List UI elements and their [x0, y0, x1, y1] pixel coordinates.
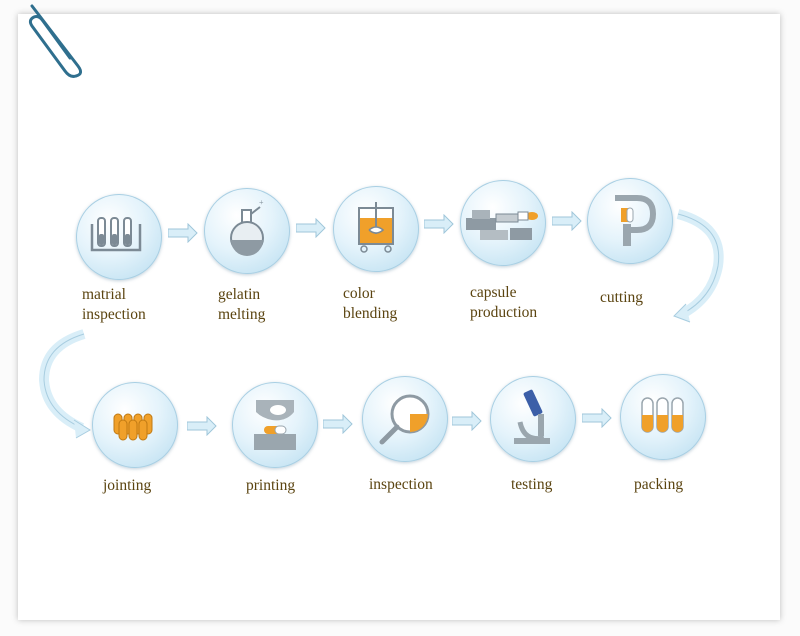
- step-printing-label: printing: [246, 476, 295, 496]
- step-packing-label: packing: [634, 475, 683, 495]
- step-gelatin-melting-label: gelatin melting: [218, 285, 265, 325]
- step-printing-node: [232, 382, 318, 468]
- label-line-1: cutting: [600, 289, 644, 306]
- flow-arrow: [423, 213, 454, 235]
- capsule-batch-icon: [113, 413, 153, 441]
- microscope-icon: [514, 389, 550, 444]
- capsules-icon: [641, 397, 684, 433]
- printer-icon: [254, 400, 296, 450]
- step-jointing-label: jointing: [103, 476, 151, 496]
- label-line-2: inspection: [82, 306, 146, 323]
- capsule-machine-icon: [466, 210, 538, 240]
- label-line-1: matrial: [82, 286, 126, 303]
- label-line-1: printing: [246, 477, 296, 494]
- flow-arrow: [322, 413, 353, 435]
- step-matrial-inspection-label: matrial inspection: [82, 285, 146, 325]
- flow-arrow: [451, 410, 482, 432]
- step-inspection-label: inspection: [369, 475, 433, 495]
- step-capsule-production-node: [460, 180, 546, 266]
- step-color-blending-label: color blending: [343, 284, 397, 324]
- step-color-blending-node: [333, 186, 419, 272]
- paper-sheet: [18, 14, 780, 620]
- step-testing-label: testing: [511, 475, 552, 495]
- step-jointing-node: [92, 382, 178, 468]
- flow-arrow: [167, 222, 198, 244]
- step-cutting-node: [587, 178, 673, 264]
- label-line-2: melting: [218, 306, 266, 323]
- curved-flow-arrow-left: [38, 329, 91, 439]
- label-line-1: jointing: [103, 477, 152, 494]
- label-line-1: color: [343, 285, 375, 302]
- label-line-1: gelatin: [218, 286, 261, 303]
- curved-flow-arrow-right: [673, 209, 724, 323]
- step-capsule-production-label: capsule production: [470, 283, 537, 323]
- magnifier-icon: [379, 394, 430, 445]
- label-line-1: testing: [511, 476, 553, 493]
- paper-clip-icon: [28, 4, 83, 78]
- flow-arrow: [581, 407, 612, 429]
- label-line-2: production: [470, 304, 538, 321]
- step-inspection-node: [362, 376, 448, 462]
- flow-arrow: [551, 210, 582, 232]
- label-line-1: capsule: [470, 284, 517, 301]
- flow-arrow: [186, 415, 217, 437]
- flow-arrow: [295, 217, 326, 239]
- label-line-2: blending: [343, 305, 398, 322]
- label-line-1: packing: [634, 476, 684, 493]
- flask-icon: +: [230, 198, 264, 256]
- svg-text:+: +: [259, 198, 264, 207]
- step-cutting-label: cutting: [600, 288, 643, 308]
- step-testing-node: [490, 376, 576, 462]
- label-line-1: inspection: [369, 476, 433, 493]
- cutter-icon: [615, 195, 657, 246]
- step-packing-node: [620, 374, 706, 460]
- step-matrial-inspection-node: [76, 194, 162, 280]
- test-tubes-icon: [90, 217, 142, 252]
- mixing-tank-icon: [358, 202, 394, 253]
- step-gelatin-melting-node: +: [204, 188, 290, 274]
